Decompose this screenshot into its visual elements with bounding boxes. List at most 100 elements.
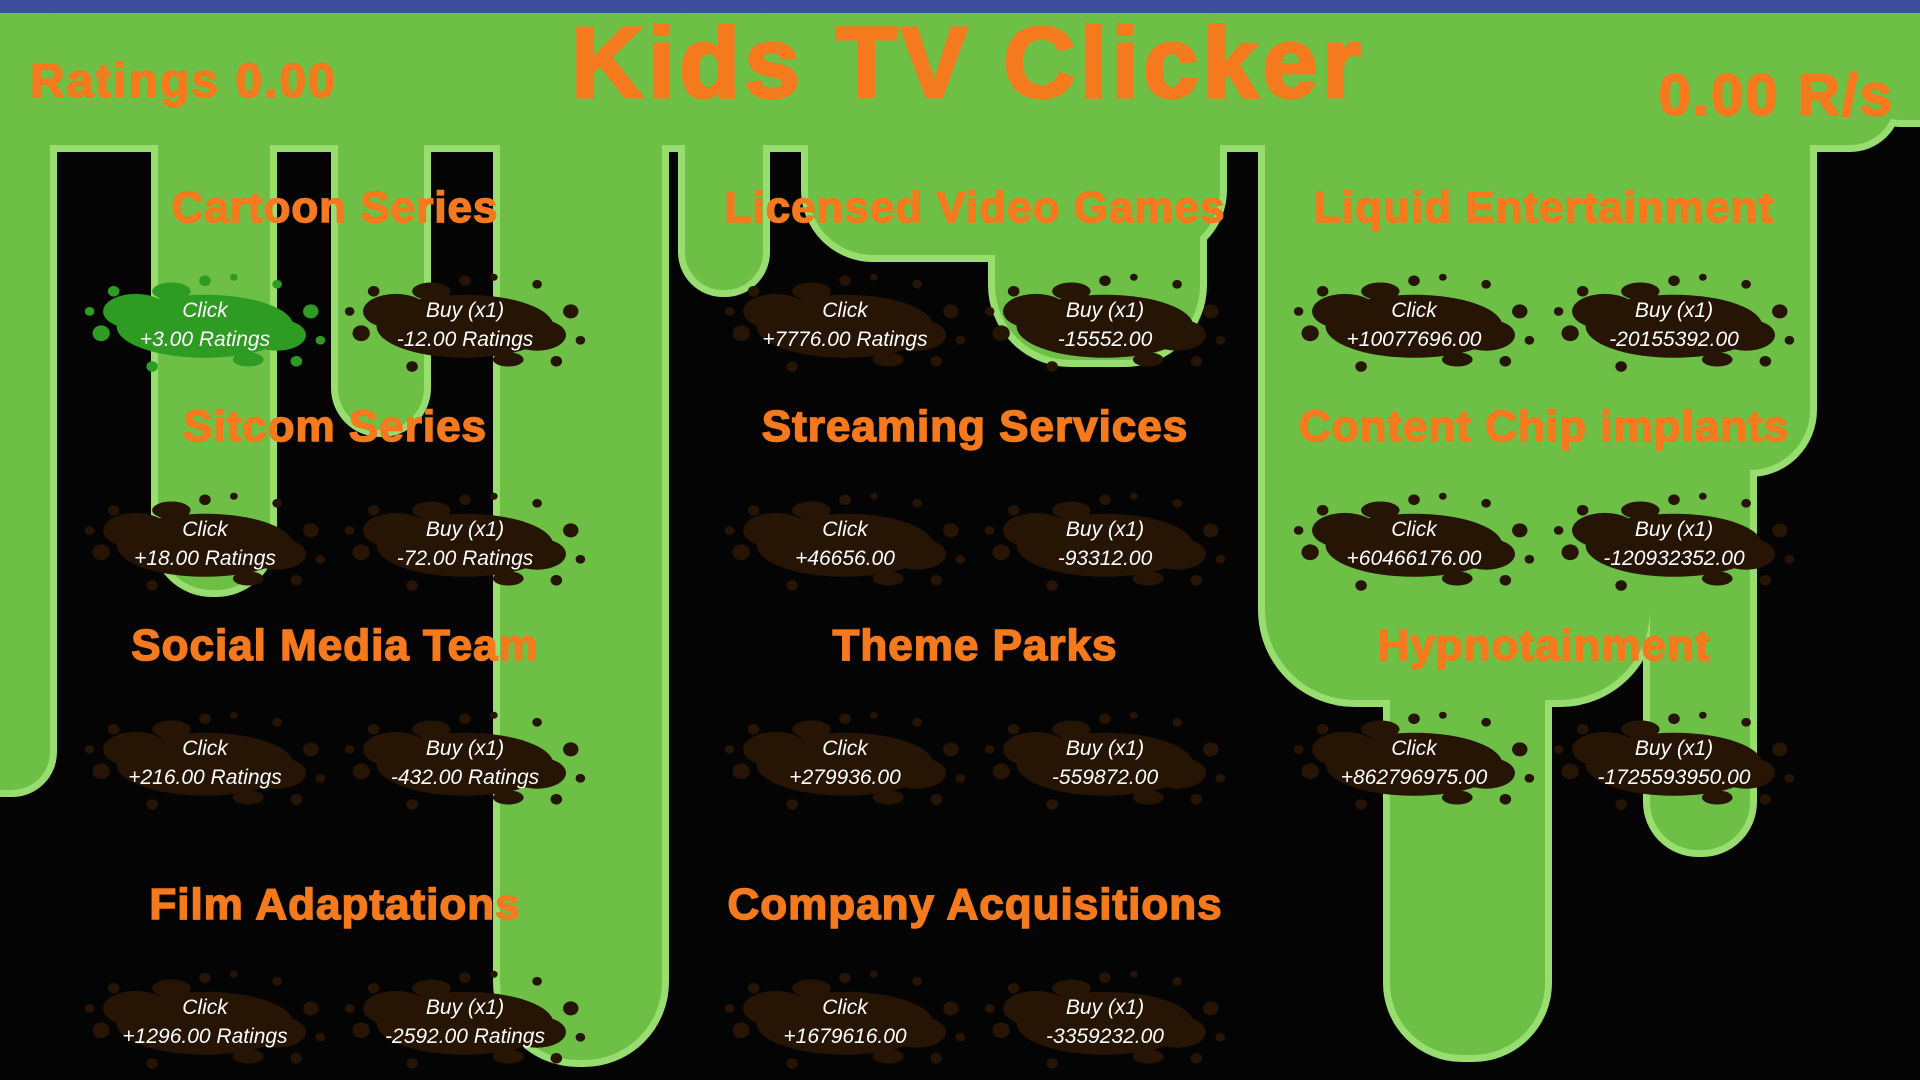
- click-value: +216.00 Ratings: [128, 765, 282, 789]
- section-company-acquisitions: Company Acquisitions Click +1679616.00 B…: [695, 867, 1255, 1080]
- buy-label: Buy (x1): [1065, 517, 1145, 541]
- button-label: Buy (x1) -2592.00 Ratings: [340, 969, 590, 1074]
- button-row: Click +7776.00 Ratings Buy (x1) -15552.0…: [695, 272, 1255, 377]
- button-label: Buy (x1) -3359232.00: [980, 969, 1230, 1074]
- buy-value: -93312.00: [1057, 546, 1153, 570]
- buy-value: -2592.00 Ratings: [385, 1024, 545, 1048]
- button-row: Click +10077696.00 Buy (x1) -20155392.00: [1264, 272, 1824, 377]
- click-value: +3.00 Ratings: [139, 327, 271, 351]
- buy-value: -72.00 Ratings: [396, 546, 534, 570]
- button-label: Buy (x1) -72.00 Ratings: [340, 491, 590, 596]
- section-title: Sitcom Series: [182, 401, 488, 452]
- click-button-content-chip-implants[interactable]: Click +60466176.00: [1289, 491, 1539, 596]
- buy-button-licensed-video-games[interactable]: Buy (x1) -15552.00: [980, 272, 1230, 377]
- click-label: Click: [182, 517, 228, 541]
- buy-value: -15552.00: [1057, 327, 1153, 351]
- section-title: Content Chip implants: [1298, 401, 1790, 452]
- click-label: Click: [182, 995, 228, 1019]
- buy-label: Buy (x1): [1634, 517, 1714, 541]
- click-value: +862796975.00: [1340, 765, 1488, 789]
- buy-value: -432.00 Ratings: [390, 765, 540, 789]
- click-button-film-adaptations[interactable]: Click +1296.00 Ratings: [80, 969, 330, 1074]
- section-title: Company Acquisitions: [727, 879, 1223, 930]
- section-sitcom-series: Sitcom Series Click +18.00 Ratings Buy (…: [55, 389, 615, 608]
- click-button-company-acquisitions[interactable]: Click +1679616.00: [720, 969, 970, 1074]
- buy-label: Buy (x1): [425, 517, 505, 541]
- buy-button-hypnotainment[interactable]: Buy (x1) -1725593950.00: [1549, 710, 1799, 815]
- buy-button-theme-parks[interactable]: Buy (x1) -559872.00: [980, 710, 1230, 815]
- buy-button-sitcom-series[interactable]: Buy (x1) -72.00 Ratings: [340, 491, 590, 596]
- button-label: Click +46656.00: [720, 491, 970, 596]
- buy-button-liquid-entertainment[interactable]: Buy (x1) -20155392.00: [1549, 272, 1799, 377]
- button-label: Click +3.00 Ratings: [80, 272, 330, 377]
- button-label: Buy (x1) -432.00 Ratings: [340, 710, 590, 815]
- button-label: Click +18.00 Ratings: [80, 491, 330, 596]
- buy-value: -120932352.00: [1603, 546, 1745, 570]
- buy-label: Buy (x1): [425, 298, 505, 322]
- section-theme-parks: Theme Parks Click +279936.00 Buy (x1) -5…: [695, 608, 1255, 827]
- click-button-sitcom-series[interactable]: Click +18.00 Ratings: [80, 491, 330, 596]
- button-label: Buy (x1) -15552.00: [980, 272, 1230, 377]
- buy-value: -20155392.00: [1609, 327, 1739, 351]
- buy-label: Buy (x1): [425, 995, 505, 1019]
- section-film-adaptations: Film Adaptations Click +1296.00 Ratings …: [55, 867, 615, 1080]
- button-row: Click +1679616.00 Buy (x1) -3359232.00: [695, 969, 1255, 1074]
- buy-label: Buy (x1): [1065, 298, 1145, 322]
- click-label: Click: [182, 298, 228, 322]
- click-value: +46656.00: [795, 546, 895, 570]
- click-label: Click: [1391, 517, 1437, 541]
- buy-label: Buy (x1): [1634, 736, 1714, 760]
- section-streaming-services: Streaming Services Click +46656.00 Buy (…: [695, 389, 1255, 608]
- button-label: Click +1296.00 Ratings: [80, 969, 330, 1074]
- rate-per-second-counter: 0.00 R/s: [1658, 62, 1894, 129]
- buy-value: -12.00 Ratings: [396, 327, 534, 351]
- ratings-counter: Ratings 0.00: [29, 54, 337, 109]
- buy-button-company-acquisitions[interactable]: Buy (x1) -3359232.00: [980, 969, 1230, 1074]
- page-title: Kids TV Clicker: [570, 6, 1365, 121]
- click-value: +60466176.00: [1346, 546, 1482, 570]
- button-row: Click +3.00 Ratings Buy (x1) -12.00 Rati…: [55, 272, 615, 377]
- click-button-hypnotainment[interactable]: Click +862796975.00: [1289, 710, 1539, 815]
- section-title: Hypnotainment: [1377, 620, 1711, 671]
- section-liquid-entertainment: Liquid Entertainment Click +10077696.00 …: [1264, 170, 1824, 389]
- click-button-licensed-video-games[interactable]: Click +7776.00 Ratings: [720, 272, 970, 377]
- click-label: Click: [1391, 298, 1437, 322]
- buy-value: -3359232.00: [1046, 1024, 1164, 1048]
- click-button-social-media-team[interactable]: Click +216.00 Ratings: [80, 710, 330, 815]
- buy-button-content-chip-implants[interactable]: Buy (x1) -120932352.00: [1549, 491, 1799, 596]
- buy-button-social-media-team[interactable]: Buy (x1) -432.00 Ratings: [340, 710, 590, 815]
- section-title: Social Media Team: [131, 620, 539, 671]
- section-title: Liquid Entertainment: [1313, 182, 1774, 233]
- click-button-streaming-services[interactable]: Click +46656.00: [720, 491, 970, 596]
- button-label: Click +216.00 Ratings: [80, 710, 330, 815]
- click-value: +1679616.00: [783, 1024, 907, 1048]
- buy-button-cartoon-series[interactable]: Buy (x1) -12.00 Ratings: [340, 272, 590, 377]
- button-row: Click +862796975.00 Buy (x1) -1725593950…: [1264, 710, 1824, 815]
- click-value: +1296.00 Ratings: [122, 1024, 288, 1048]
- buy-button-film-adaptations[interactable]: Buy (x1) -2592.00 Ratings: [340, 969, 590, 1074]
- click-label: Click: [182, 736, 228, 760]
- buy-button-streaming-services[interactable]: Buy (x1) -93312.00: [980, 491, 1230, 596]
- section-social-media-team: Social Media Team Click +216.00 Ratings …: [55, 608, 615, 827]
- click-button-liquid-entertainment[interactable]: Click +10077696.00: [1289, 272, 1539, 377]
- click-value: +18.00 Ratings: [134, 546, 276, 570]
- column-3: Liquid Entertainment Click +10077696.00 …: [1264, 170, 1824, 827]
- click-button-cartoon-series[interactable]: Click +3.00 Ratings: [80, 272, 330, 377]
- buy-label: Buy (x1): [425, 736, 505, 760]
- button-label: Buy (x1) -1725593950.00: [1549, 710, 1799, 815]
- click-value: +7776.00 Ratings: [762, 327, 928, 351]
- section-hypnotainment: Hypnotainment Click +862796975.00 Buy (x…: [1264, 608, 1824, 827]
- click-button-theme-parks[interactable]: Click +279936.00: [720, 710, 970, 815]
- button-label: Click +7776.00 Ratings: [720, 272, 970, 377]
- section-content-chip-implants: Content Chip implants Click +60466176.00…: [1264, 389, 1824, 608]
- button-label: Buy (x1) -12.00 Ratings: [340, 272, 590, 377]
- buy-label: Buy (x1): [1065, 736, 1145, 760]
- button-label: Click +1679616.00: [720, 969, 970, 1074]
- button-row: Click +216.00 Ratings Buy (x1) -432.00 R…: [55, 710, 615, 815]
- top-accent-bar: [0, 0, 1920, 13]
- button-label: Buy (x1) -559872.00: [980, 710, 1230, 815]
- section-cartoon-series: Cartoon Series Click +3.00 Ratings Buy (…: [55, 170, 615, 389]
- button-label: Click +10077696.00: [1289, 272, 1539, 377]
